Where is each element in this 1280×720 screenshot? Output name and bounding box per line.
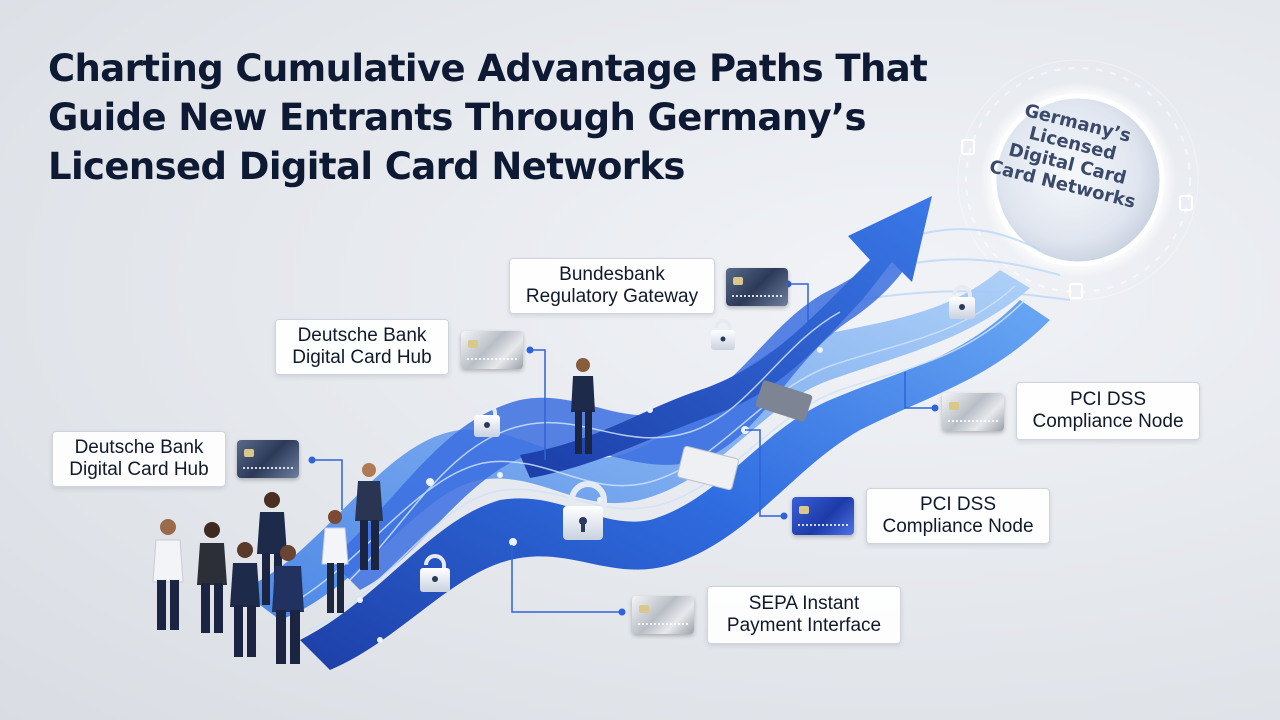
label-bundesbank-gateway: Bundesbank Regulatory Gateway — [509, 258, 715, 314]
label-line: Bundesbank — [559, 264, 665, 286]
label-line: Deutsche Bank — [75, 437, 204, 459]
payment-card-icon — [942, 393, 1004, 431]
label-deutsche-bank-upper: Deutsche Bank Digital Card Hub — [275, 319, 449, 375]
padlock-icon — [474, 405, 500, 437]
payment-card-icon — [677, 446, 739, 491]
payment-card-icon — [461, 331, 523, 369]
person-icon — [197, 522, 227, 633]
label-line: Compliance Node — [882, 516, 1033, 538]
label-sepa-instant: SEPA Instant Payment Interface — [707, 586, 901, 644]
label-line: Digital Card Hub — [69, 459, 208, 481]
label-line: SEPA Instant — [749, 593, 860, 615]
label-line: Compliance Node — [1032, 411, 1183, 433]
label-line: Digital Card Hub — [292, 347, 431, 369]
label-line: PCI DSS — [920, 494, 996, 516]
label-line: Regulatory Gateway — [526, 286, 698, 308]
person-icon — [230, 542, 260, 657]
label-pci-dss-lower: PCI DSS Compliance Node — [866, 488, 1050, 544]
label-line: PCI DSS — [1070, 389, 1146, 411]
person-icon — [153, 519, 183, 630]
label-deutsche-bank-lower: Deutsche Bank Digital Card Hub — [52, 431, 226, 487]
payment-card-icon — [632, 596, 694, 634]
label-line: Deutsche Bank — [298, 325, 427, 347]
padlock-icon — [711, 321, 735, 350]
payment-card-icon — [726, 268, 788, 306]
label-line: Payment Interface — [727, 615, 881, 637]
payment-card-icon — [237, 440, 299, 478]
label-pci-dss-upper: PCI DSS Compliance Node — [1016, 382, 1200, 440]
payment-card-icon — [792, 497, 854, 535]
